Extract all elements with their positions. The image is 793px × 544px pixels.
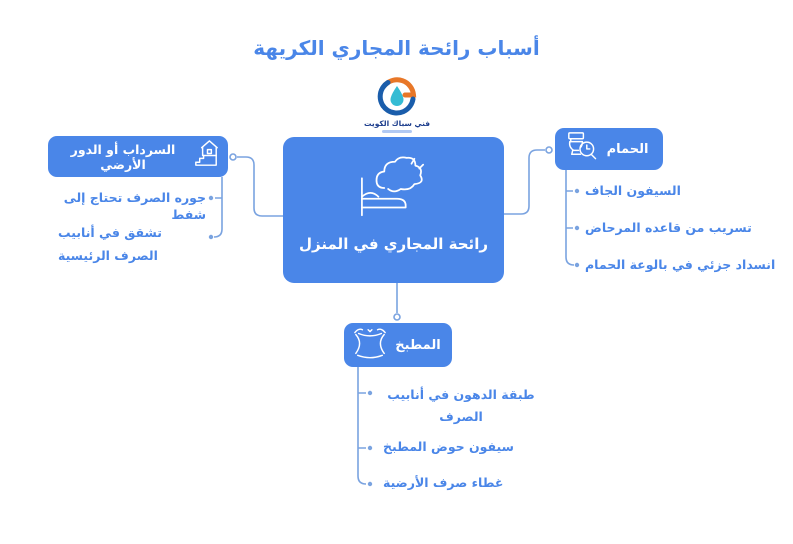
connector-kitchen-port: [393, 313, 401, 321]
leaf-item-bathroom-1: السيفون الجاف: [585, 183, 681, 198]
root-node-label: رائحة المجاري في المنزل: [299, 235, 488, 253]
root-node: رائحة المجاري في المنزل: [283, 137, 504, 283]
leaf-item-kitchen-1: طبقة الدهون في أنابيب الصرف: [387, 387, 535, 424]
connector-bathroom-items: [565, 170, 575, 266]
connector-kitchen-items: [357, 367, 367, 485]
toilet-inspect-icon: [561, 130, 598, 168]
page-title: أسباب رائحة المجاري الكريهة: [253, 36, 540, 60]
leaf-item-bathroom-2: تسريب من قاعده المرحاض: [585, 220, 752, 235]
brand-logo: فني سباك الكويت: [351, 74, 443, 133]
leaf-item-kitchen-3: غطاء صرف الأرضية: [383, 475, 504, 490]
branch-basement-label: السرداب أو الدور الأرضي: [70, 141, 176, 172]
connector-bathroom: [504, 149, 545, 215]
leaf-item-bathroom-3: انسداد جزئي في بالوعة الحمام: [585, 257, 776, 272]
leaf-item-basement-1: جوره الصرف تحتاج إلى شفط: [63, 190, 206, 222]
sink-drain-icon: [350, 325, 390, 365]
bed-odor-icon: [350, 153, 438, 227]
leaf-item-kitchen-2: سيفون حوض المطبخ: [383, 439, 514, 454]
leaf-item-basement-2: تشقق في أنابيب الصرف الرئيسية: [58, 225, 162, 263]
basement-house-icon: [190, 138, 223, 175]
branch-kitchen-label: المطبخ: [395, 337, 441, 353]
water-drop-logo-icon: [377, 77, 417, 116]
brand-caption: فني سباك الكويت: [363, 119, 431, 128]
connector-basement: [237, 156, 283, 217]
connector-bathroom-port: [545, 146, 553, 154]
branch-node-bathroom: الحمام: [555, 128, 663, 170]
connector-basement-port: [229, 153, 237, 161]
branch-node-kitchen: المطبخ: [344, 323, 452, 367]
branch-node-basement: السرداب أو الدور الأرضي: [48, 136, 228, 177]
connector-basement-items: [213, 177, 223, 238]
brand-url-microtext: [382, 130, 412, 133]
branch-bathroom-label: الحمام: [606, 141, 649, 157]
